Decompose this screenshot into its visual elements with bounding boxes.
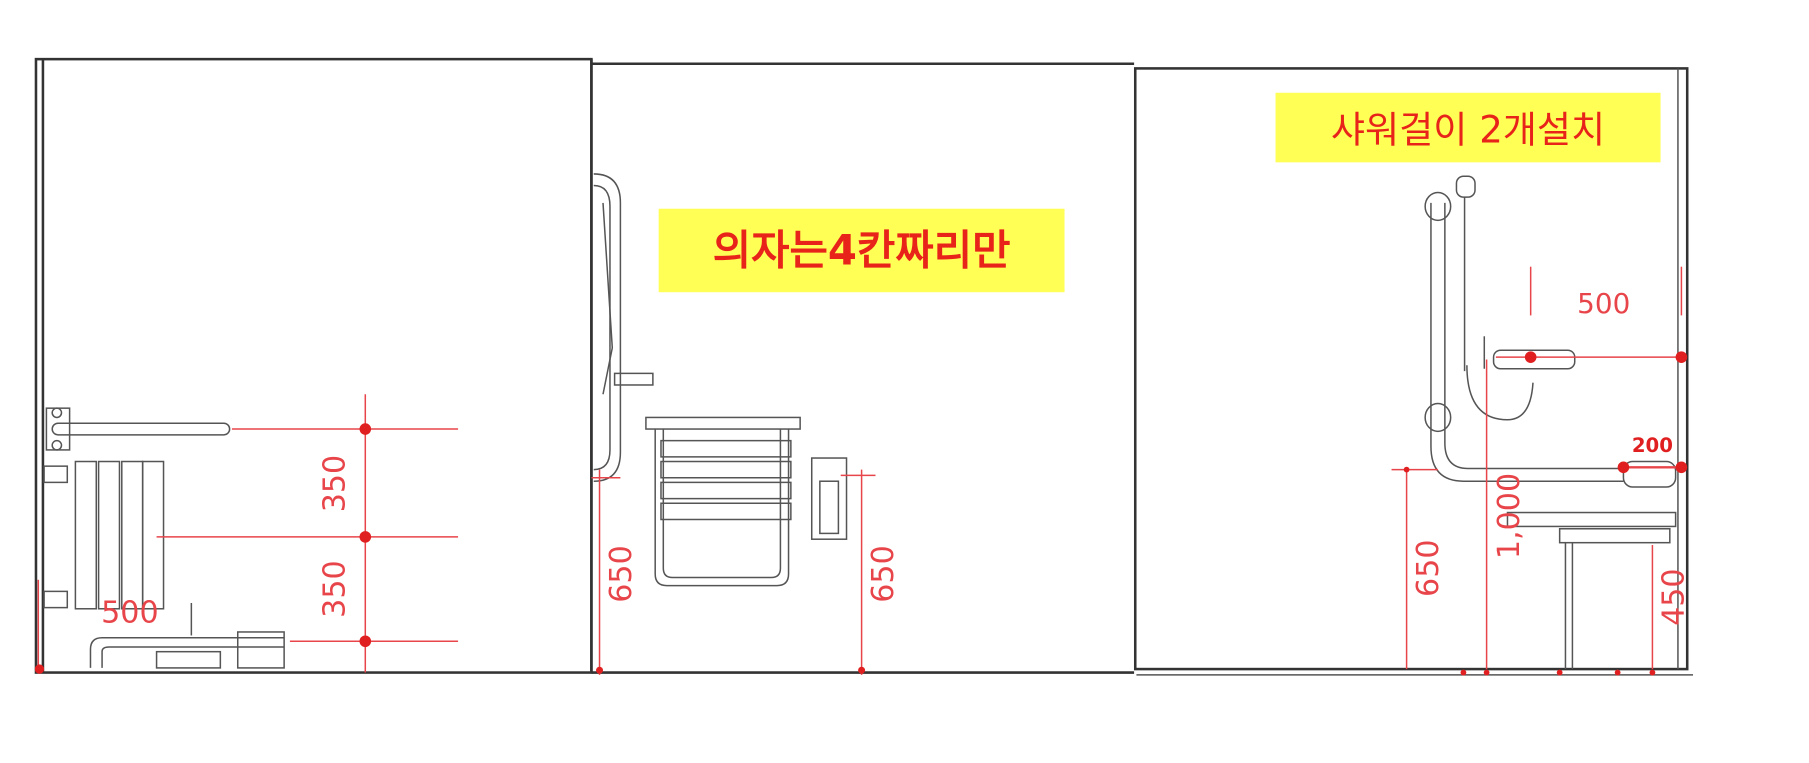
dimension-label: 200 [1632,434,1673,457]
dimension-label: 450 [1657,568,1692,626]
folding-seat-slats [43,460,165,610]
shower-seat [1506,511,1677,670]
vertical-grab-bar [593,173,654,482]
middle-dimensions: 650 650 [591,469,901,675]
dimension-label: 1,000 [1492,473,1527,559]
shower-rail [1455,175,1576,421]
dimension-label: 650 [1411,539,1446,597]
dimension-label: 350 [317,560,352,618]
chair-note-text: 의자는4칸짜리만 [713,225,1011,274]
folding-seat [645,416,801,587]
chair-note-label: 의자는4칸짜리만 [658,208,1065,293]
l-shaped-grab-bar [1424,191,1677,488]
dimension-label: 650 [604,545,639,603]
dimension-label: 650 [866,545,901,603]
middle-elevation-panel: 650 650 의자는4칸짜리만 [590,59,1135,675]
right-dimensions: 500 200 650 1,000 450 [1391,266,1692,676]
grab-bar-horizontal [45,407,231,451]
shower-note-label: 샤워걸이 2개설치 [1275,92,1661,163]
shower-note-text: 샤워걸이 2개설치 [1331,109,1605,152]
right-elevation-panel: 샤워걸이 2개설치 500 [1133,67,1694,676]
right-wall-outline [1133,67,1689,671]
left-elevation-panel: 350 350 500 [34,57,593,674]
dimension-label: 500 [1577,287,1630,320]
left-dimensions: 350 350 500 [34,394,459,674]
dimension-label: 350 [317,455,352,513]
dimension-label: 500 [101,596,159,631]
middle-wall-outline [590,59,1135,674]
floor-grab-bar [89,602,285,669]
small-grab-handle [810,457,848,540]
